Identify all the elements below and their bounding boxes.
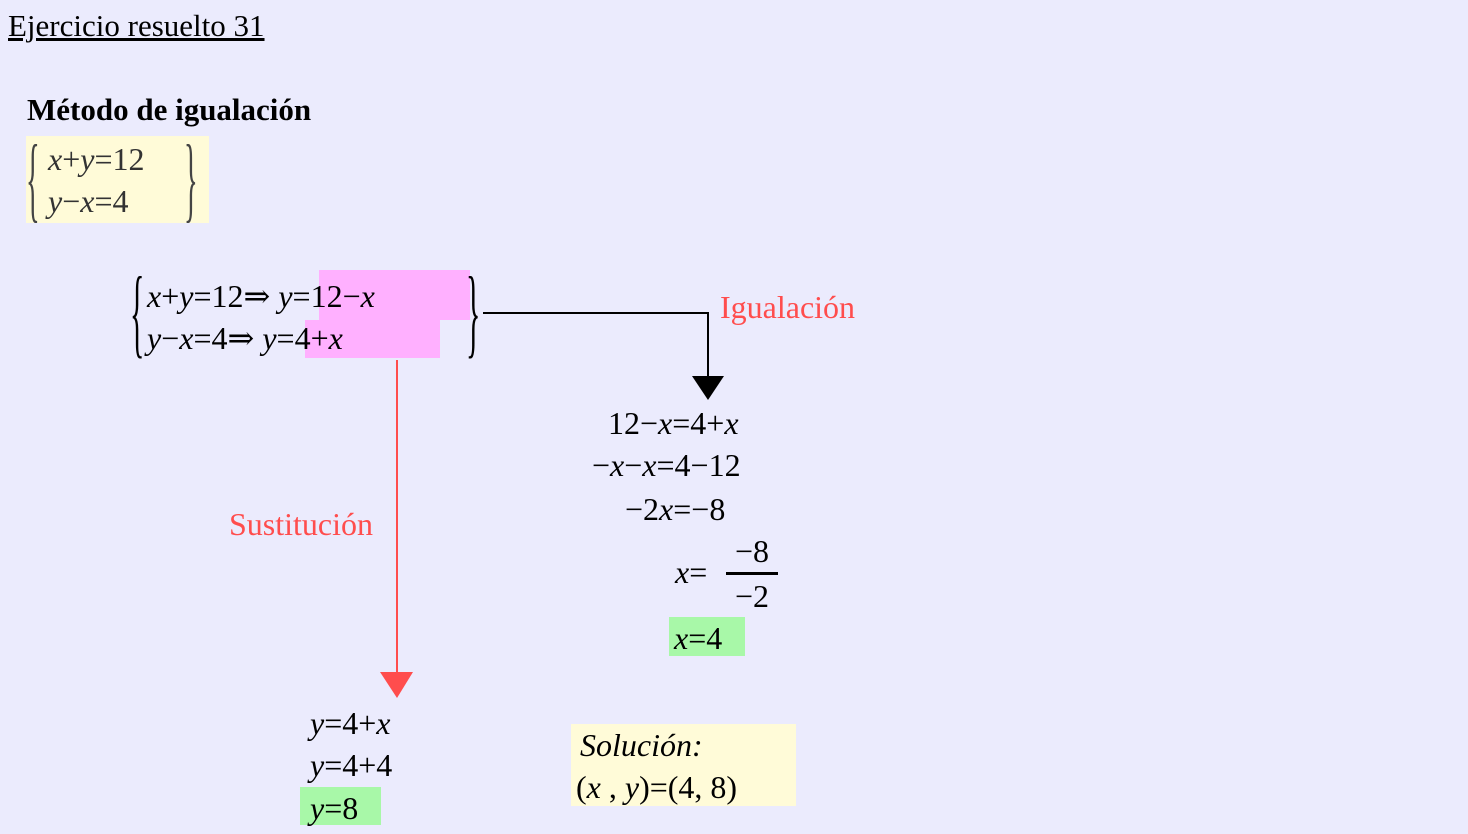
fraction-numerator: −8 <box>734 533 770 569</box>
fraction-bar <box>726 572 778 575</box>
isolation-row-1: x+y=12⇒y=12−x <box>147 275 375 317</box>
equation-2: y−x=4 <box>48 183 129 219</box>
original-system: { } x+y=12 y−x=4 <box>26 125 209 231</box>
sustitucion-label: Sustitución <box>229 506 374 542</box>
sub-step-2: y=4+4 <box>310 747 393 783</box>
fraction-lhs: x= <box>675 554 708 590</box>
step-3: −2x=−8 <box>625 491 726 527</box>
right-brace-icon: } <box>184 125 198 231</box>
step-2: −x−x=4−12 <box>592 447 741 483</box>
y-result: y=8 <box>300 787 381 826</box>
x-result: x=4 <box>669 617 745 656</box>
highlight-isolated-1 <box>319 270 470 320</box>
solution-value: (x , y)=(4, 8) <box>576 769 738 805</box>
equation-1: x+y=12 <box>48 141 145 177</box>
left-brace-icon: { <box>130 256 145 367</box>
equation-original: x+y=12⇒ <box>147 278 271 314</box>
equation-original: y−x=4⇒ <box>147 320 255 356</box>
equation-isolated: y=4+x <box>262 320 343 356</box>
igualacion-arrow-line <box>483 312 709 377</box>
right-brace-icon: } <box>466 256 481 367</box>
step-1: 12−x=4+x <box>608 405 739 441</box>
sub-step-1: y=4+x <box>310 705 391 741</box>
method-heading: Método de igualación <box>27 92 312 127</box>
isolation-row-2: y−x=4⇒y=4+x <box>147 317 343 359</box>
fraction-denominator: −2 <box>734 578 770 614</box>
equation-isolated: y=12−x <box>278 278 375 314</box>
sustitucion-arrowhead-icon <box>380 672 413 698</box>
highlight-isolated-2 <box>305 320 440 358</box>
igualacion-label: Igualación <box>720 289 856 325</box>
solution-label: Solución: <box>580 727 703 763</box>
igualacion-arrowhead-icon <box>692 376 724 400</box>
left-brace-icon: { <box>26 125 40 231</box>
page-title: Ejercicio resuelto 31 <box>8 8 265 43</box>
solution-box: Solución: (x , y)=(4, 8) <box>571 724 796 806</box>
